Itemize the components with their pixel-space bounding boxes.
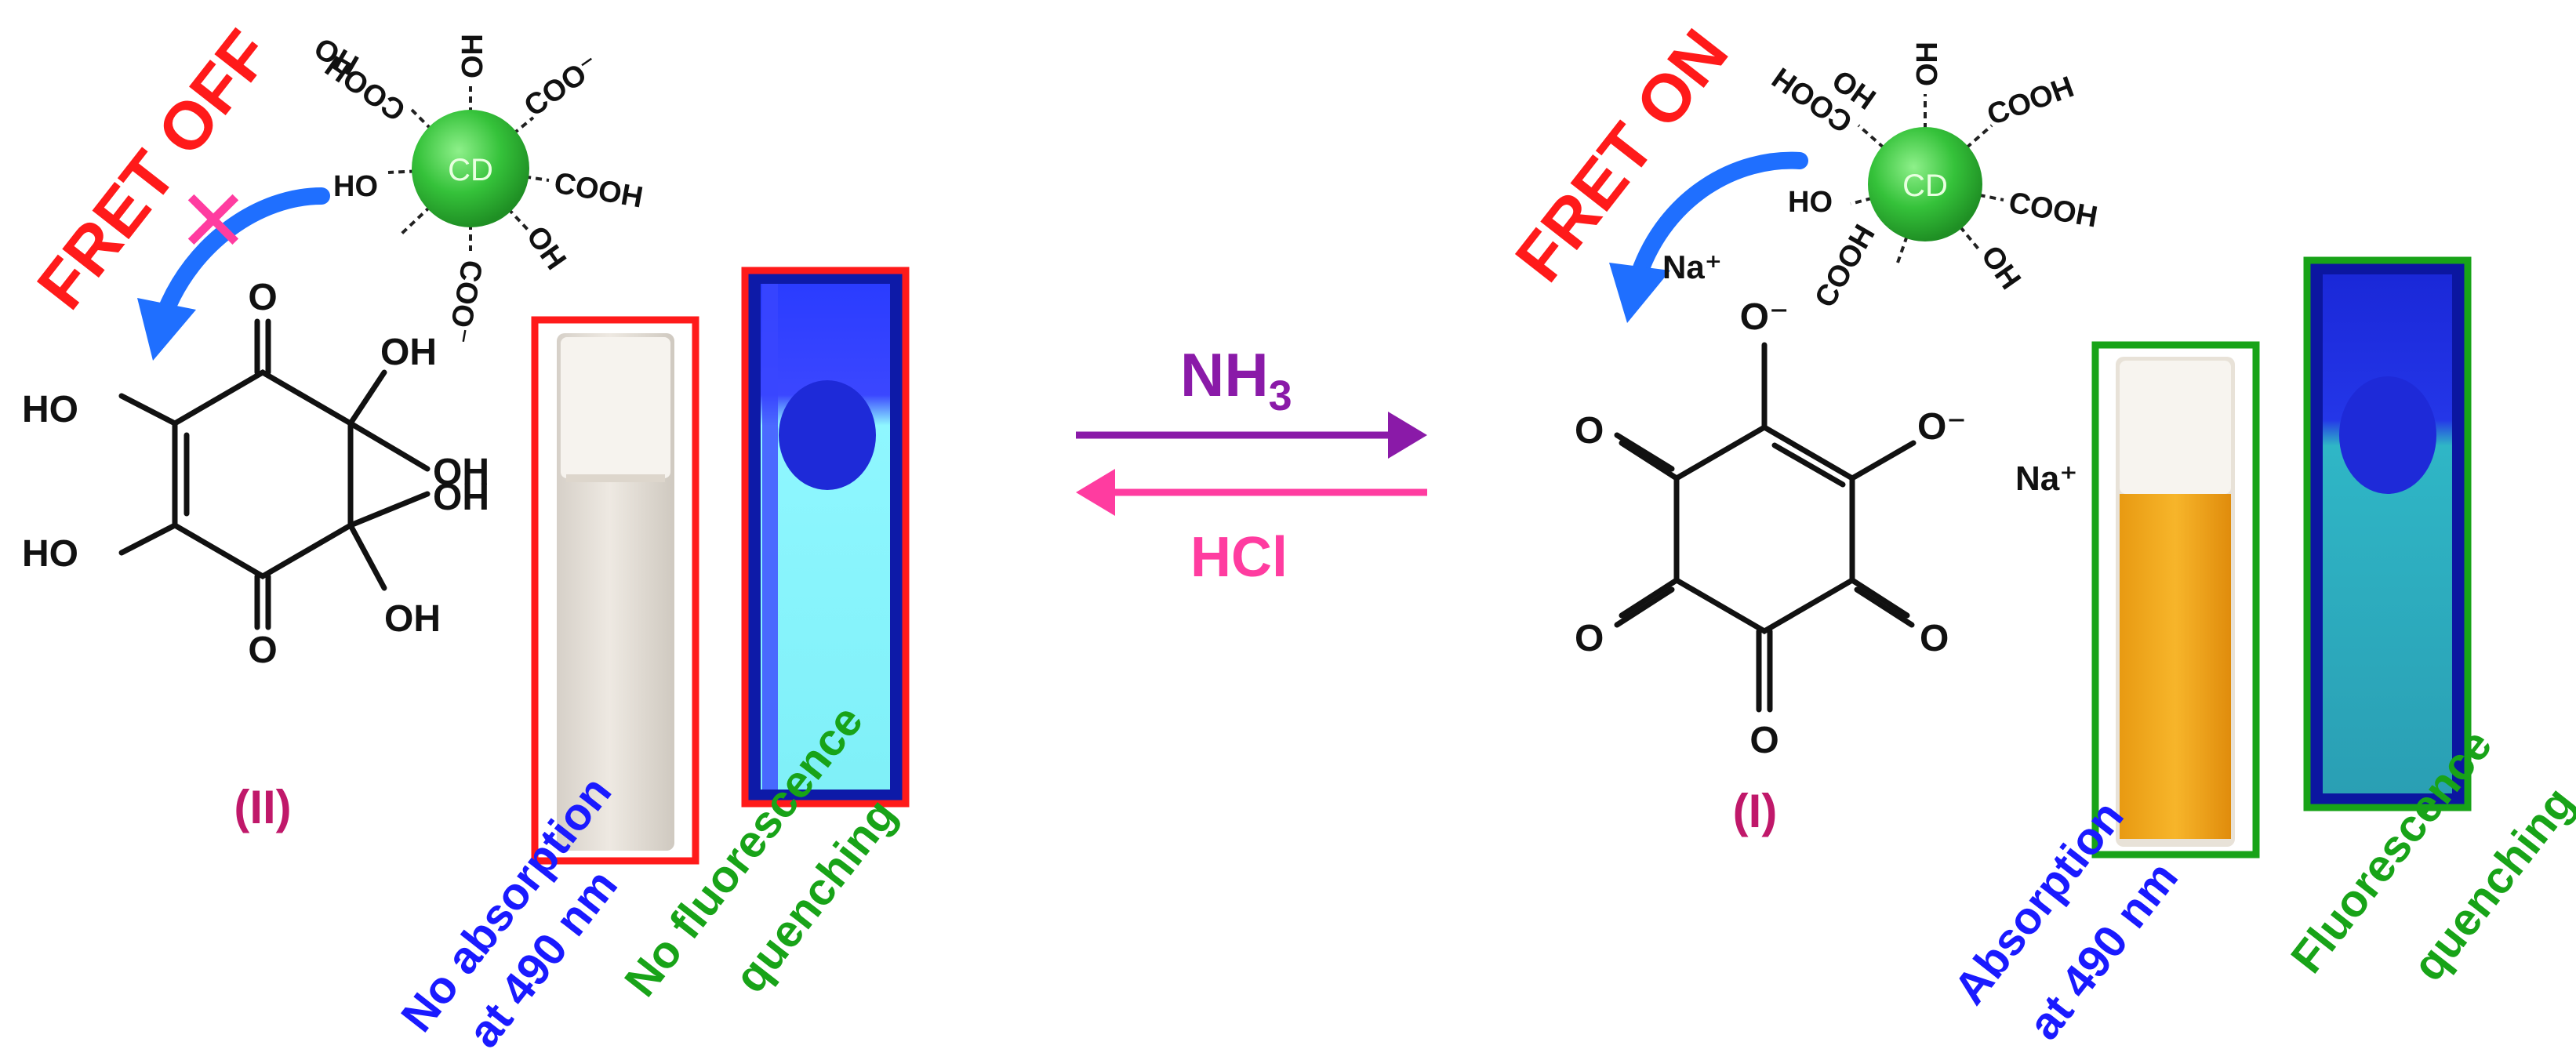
oxygen-atom: O xyxy=(1575,410,1604,452)
oxygen-atom: O xyxy=(248,630,277,671)
hydroxyl-group: OH xyxy=(433,477,489,518)
reverse-arrowhead xyxy=(1076,469,1115,516)
cd-group: HO xyxy=(1788,186,1833,219)
cd-group: OH xyxy=(1911,42,1944,86)
compound-i-id: (I) xyxy=(1733,785,1778,837)
oxygen-atom: O xyxy=(1575,618,1604,659)
compound-i-structure xyxy=(1614,342,1917,713)
cd-group: OH xyxy=(1975,240,2027,296)
sodium-ion: Na⁺ xyxy=(2015,459,2077,498)
cd-label: CD xyxy=(448,153,493,187)
cd-sphere xyxy=(412,110,529,227)
hydroxyl-group: OH xyxy=(384,598,441,640)
cd-group: COO⁻ xyxy=(441,257,489,345)
hydroxyl-group: HO xyxy=(22,533,78,575)
cd-sphere xyxy=(1868,127,1982,241)
oxygen-atom: O xyxy=(248,277,277,318)
fret-on-arrowhead xyxy=(1609,263,1670,323)
oxide-group: O⁻ xyxy=(1740,296,1789,338)
cuvette-quenching xyxy=(2303,256,2472,811)
right-panel: FRET ON Na⁺ CD OH COOH COOH OH C xyxy=(1501,16,2576,1049)
reaction-equilibrium: NH3 HCl xyxy=(1076,340,1427,589)
oxide-group: O⁻ xyxy=(1917,406,1967,448)
cd-group: COOH xyxy=(551,167,645,215)
carbon-dot-right: CD OH COOH COOH OH COOH HO COOH HO xyxy=(1767,42,2100,314)
cd-group: OH xyxy=(456,34,489,78)
fret-off-arrow xyxy=(156,187,330,322)
sodium-ion: Na⁺ xyxy=(1662,249,1722,285)
hydroxyl-group: OH xyxy=(433,452,489,493)
fret-off-arrowhead xyxy=(137,298,196,361)
compound-ii-structure xyxy=(118,318,431,630)
compound-ii-id: (II) xyxy=(234,781,291,833)
hydroxyl-group: OH xyxy=(380,332,437,373)
cuvette-absorption xyxy=(2091,341,2260,859)
oxygen-atom: O xyxy=(1920,618,1949,659)
blocked-x-mark: ✕ xyxy=(177,173,249,270)
carbon-dot-left: CD OH COO⁻ COOH OH COO⁻ HO COOH HO xyxy=(309,31,645,346)
fret-off-label: FRET OFF xyxy=(23,16,285,322)
fret-on-arrow xyxy=(1630,151,1808,283)
left-panel: FRET OFF ✕ CD OH COO⁻ COOH OH xyxy=(22,16,910,1057)
cd-group: COOH xyxy=(2006,187,2100,234)
cuvette-no-quenching xyxy=(741,267,910,808)
hydroxyl-group: HO xyxy=(22,389,78,430)
cd-group: COOH xyxy=(1808,220,1881,314)
cuvette-no-absorption xyxy=(531,316,699,865)
forward-reagent: NH3 xyxy=(1180,340,1292,419)
cd-label: CD xyxy=(1902,169,1948,203)
oxygen-atom: O xyxy=(1749,720,1778,761)
cd-group: HO xyxy=(333,170,378,203)
forward-arrowhead xyxy=(1388,412,1427,459)
reverse-reagent: HCl xyxy=(1190,526,1288,589)
cd-group: COO⁻ xyxy=(518,49,605,124)
cd-group: COOH xyxy=(1983,71,2078,132)
